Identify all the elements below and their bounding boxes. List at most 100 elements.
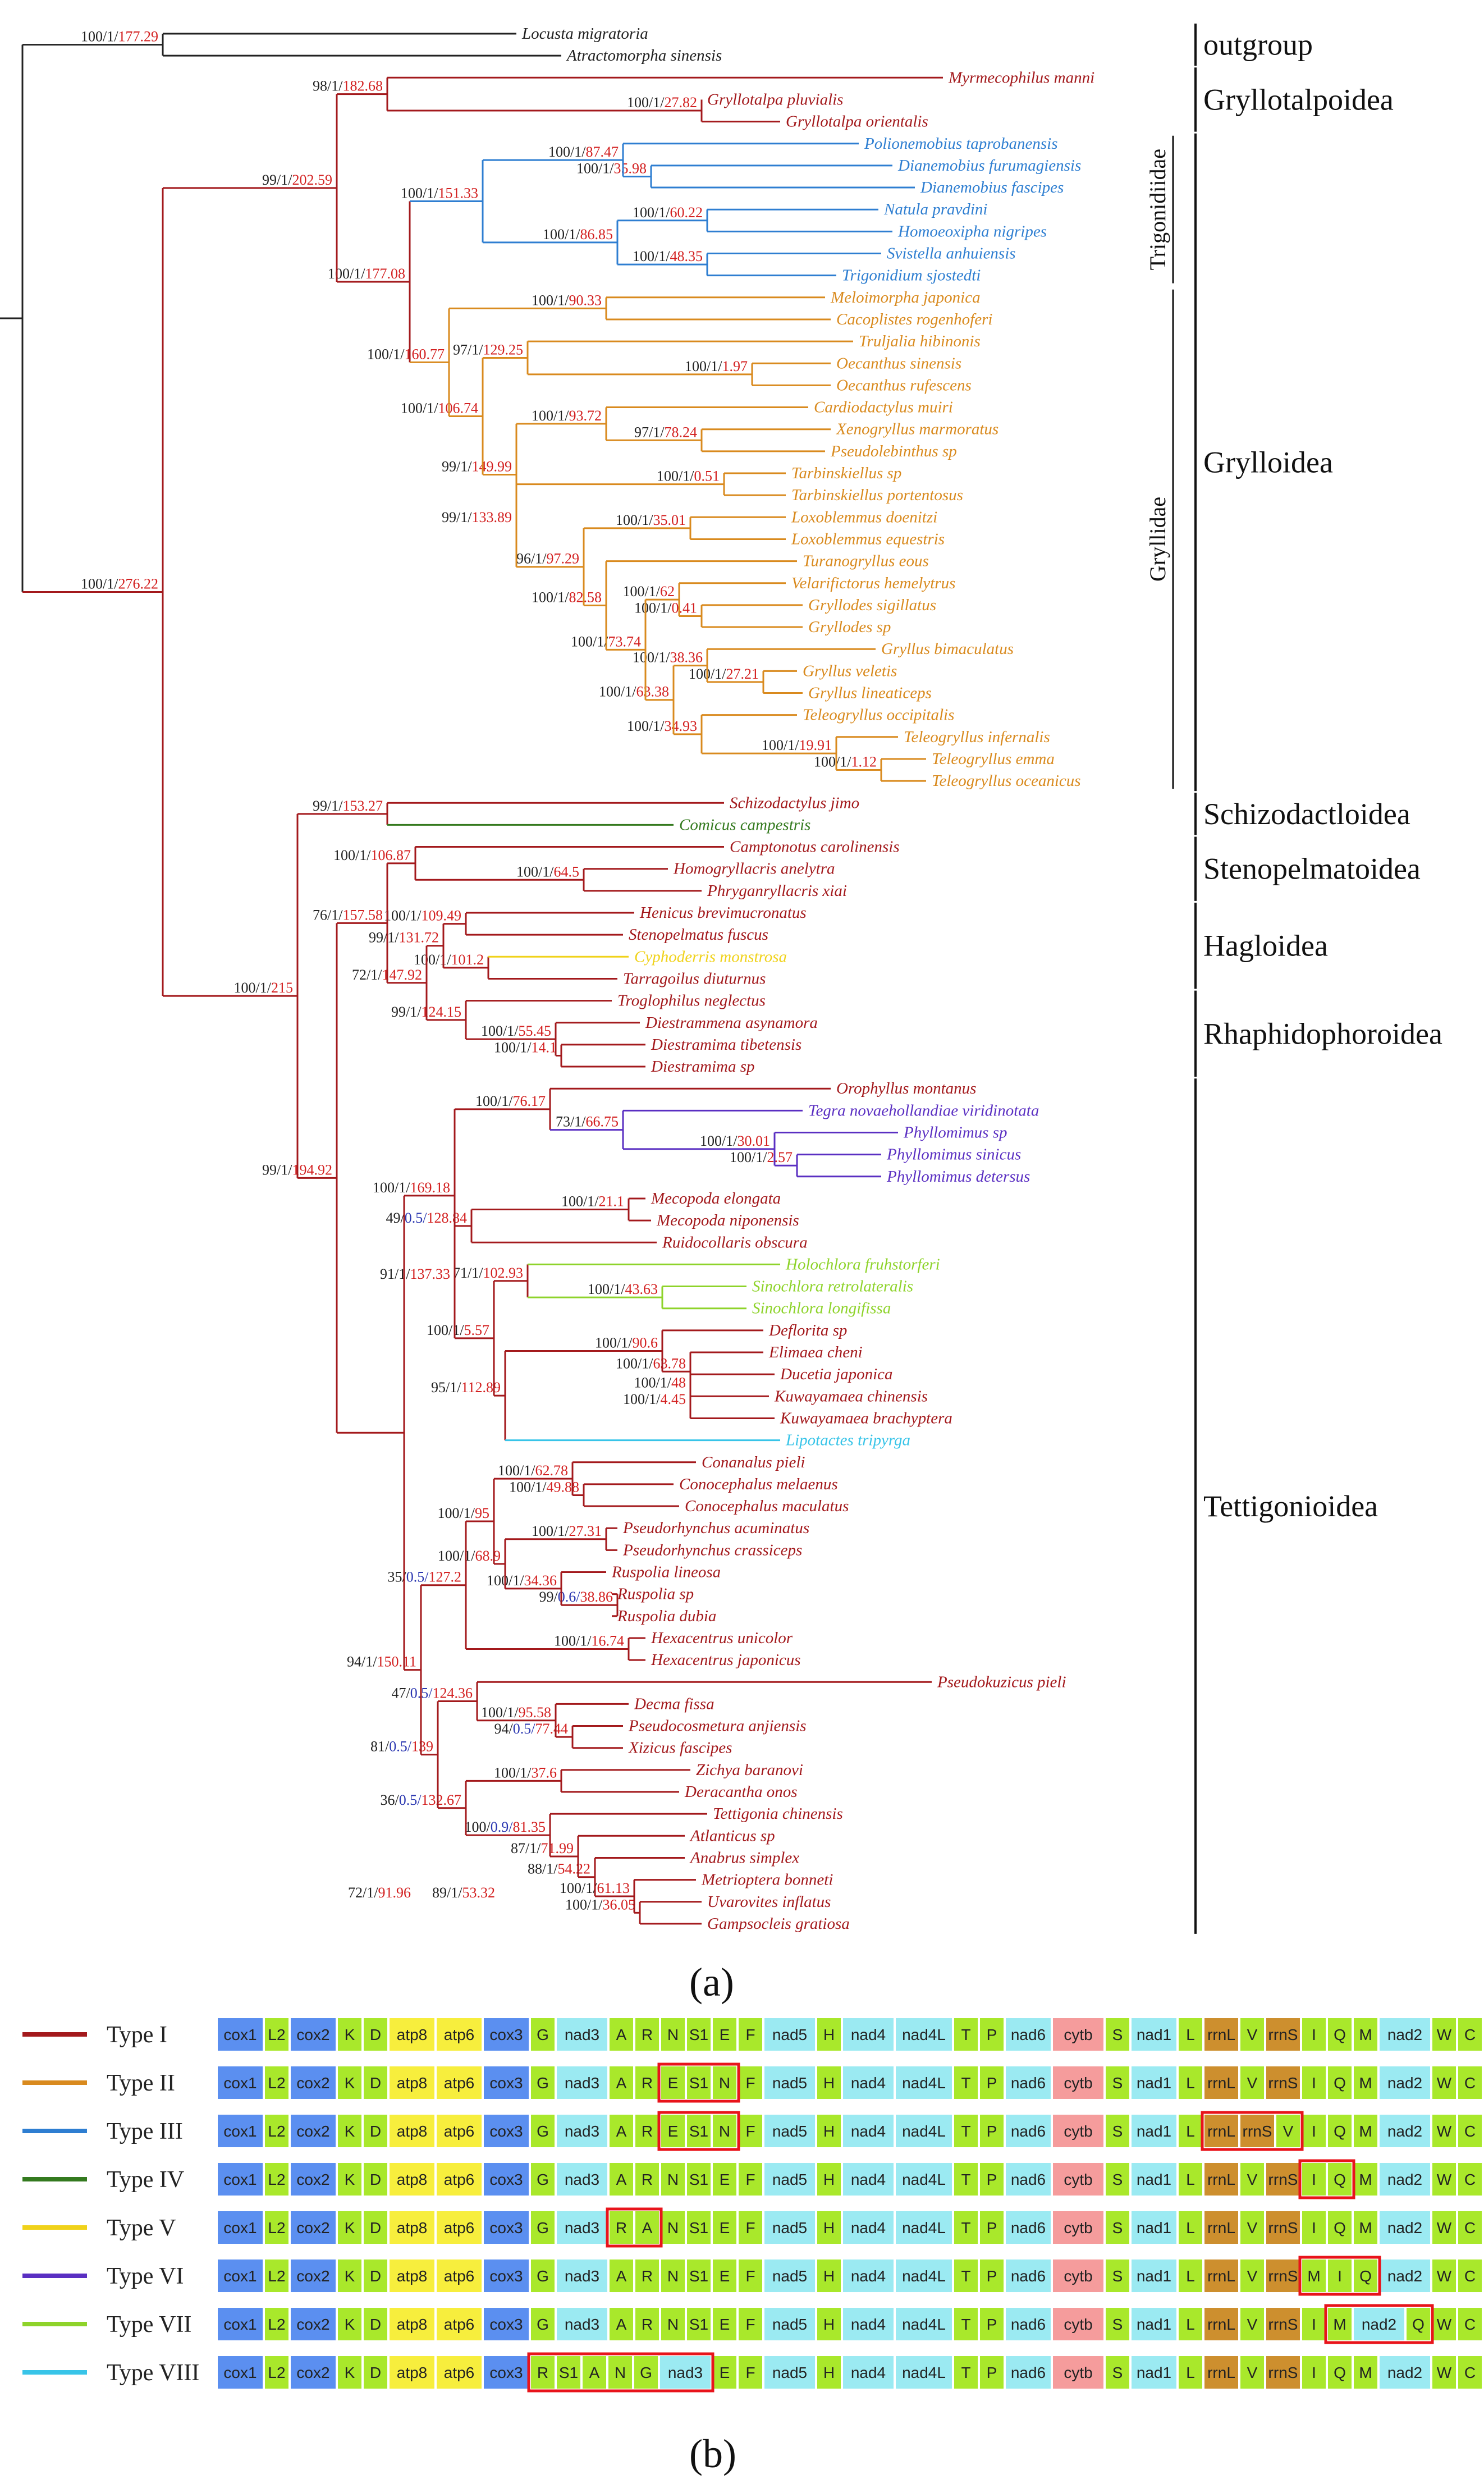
- superfamily-label: Tettigonioidea: [1203, 1489, 1378, 1523]
- gene-label: K: [345, 2026, 355, 2043]
- gene-block: [291, 2066, 336, 2099]
- gene-block: [954, 2308, 978, 2340]
- gene-block: [1432, 2115, 1456, 2147]
- gene-label: L2: [268, 2074, 285, 2092]
- gene-block: [739, 2356, 762, 2389]
- gene-label: A: [642, 2219, 653, 2236]
- taxon-label: Camptonotus carolinensis: [730, 838, 900, 856]
- taxon-label: Kuwayamaea brachyptera: [780, 1409, 952, 1427]
- taxon-label: Ruidocollaris obscura: [662, 1233, 808, 1251]
- support-label: 81/0.5/139: [370, 1739, 433, 1755]
- gene-label: G: [537, 2219, 549, 2236]
- gene-block: [713, 2115, 736, 2147]
- gene-block: [896, 2115, 952, 2147]
- gene-label: rrnS: [1243, 2123, 1272, 2140]
- superfamily-label: Stenopelmatoidea: [1203, 852, 1421, 886]
- support-label: 100/1/160.77: [367, 346, 445, 362]
- gene-block: [1053, 2163, 1103, 2196]
- gene-label: cox1: [223, 2316, 257, 2333]
- gene-block: [1354, 2163, 1377, 2196]
- gene-label: S1: [689, 2026, 708, 2043]
- support-label: 100/1/35.98: [576, 160, 647, 176]
- gene-block: [1006, 2308, 1051, 2340]
- gene-block: [1354, 2260, 1377, 2292]
- gene-label: cytb: [1064, 2123, 1092, 2140]
- support-label: 100/1/63.38: [599, 684, 669, 700]
- gene-label: V: [1247, 2026, 1258, 2043]
- gene-label: I: [1312, 2026, 1316, 2043]
- gene-block: [1132, 2163, 1176, 2196]
- gene-label: F: [745, 2267, 755, 2285]
- gene-label: M: [1359, 2123, 1372, 2140]
- taxon-label: Ruspolia dubia: [617, 1607, 716, 1625]
- gene-label: L2: [268, 2026, 285, 2043]
- support-label: 100/1/63.78: [616, 1355, 686, 1371]
- gene-label: M: [1359, 2219, 1372, 2236]
- gene-block: [1106, 2211, 1129, 2244]
- gene-block: [338, 2163, 361, 2196]
- taxon-label: Holochlora fruhstorferi: [785, 1255, 940, 1273]
- support-label: 100/1/2.57: [730, 1149, 793, 1165]
- gene-block: [484, 2066, 529, 2099]
- gene-block: [291, 2260, 336, 2292]
- gene-label: nad4: [851, 2074, 886, 2092]
- gene-block: [661, 2018, 685, 2051]
- gene-block: [1354, 2066, 1377, 2099]
- gene-label: cox1: [223, 2219, 257, 2236]
- gene-label: nad2: [1387, 2171, 1422, 2188]
- gene-block: [557, 2211, 607, 2244]
- gene-label: I: [1312, 2364, 1316, 2381]
- gene-block: [661, 2163, 685, 2196]
- gene-label: W: [1437, 2123, 1452, 2140]
- gene-block: [713, 2211, 736, 2244]
- taxon-label: Gryllodes sp: [808, 618, 891, 636]
- taxon-label: Anabrus simplex: [689, 1849, 799, 1867]
- support-label: 100/1/62.78: [498, 1462, 568, 1479]
- gene-block: [896, 2211, 952, 2244]
- support-label: 87/1/71.99: [511, 1840, 574, 1856]
- gene-label: nad4L: [902, 2219, 946, 2236]
- gene-block: [265, 2163, 288, 2196]
- gene-block: [484, 2308, 529, 2340]
- gene-label: D: [370, 2074, 381, 2092]
- gene-block: [1106, 2260, 1129, 2292]
- gene-label: cox2: [296, 2219, 329, 2236]
- gene-label: M: [1359, 2364, 1372, 2381]
- taxon-label: Mecopoda elongata: [651, 1190, 781, 1208]
- gene-label: T: [961, 2026, 970, 2043]
- gene-block: [1354, 2018, 1377, 2051]
- gene-label: W: [1437, 2267, 1452, 2285]
- gene-block: [1240, 2308, 1264, 2340]
- gene-label: M: [1359, 2026, 1372, 2043]
- taxon-label: Gryllus veletis: [803, 662, 897, 680]
- gene-label: I: [1312, 2123, 1316, 2140]
- gene-block: [437, 2018, 482, 2051]
- gene-label: G: [537, 2316, 549, 2333]
- gene-label: rrnL: [1207, 2123, 1235, 2140]
- gene-label: M: [1333, 2316, 1346, 2333]
- gene-block: [1132, 2211, 1176, 2244]
- gene-block: [954, 2260, 978, 2292]
- support-label: 100/1/64.5: [516, 863, 579, 880]
- gene-block: [1328, 2260, 1352, 2292]
- gene-block: [608, 2356, 632, 2389]
- gene-label: Q: [1412, 2316, 1425, 2333]
- superfamily-label: outgroup: [1203, 28, 1313, 62]
- gene-label: W: [1437, 2316, 1452, 2333]
- gene-block: [291, 2308, 336, 2340]
- gene-label: atp8: [397, 2074, 428, 2092]
- gene-block: [291, 2356, 336, 2389]
- support-label: 100/1/90.33: [532, 292, 602, 308]
- gene-block: [843, 2211, 894, 2244]
- gene-block: [1106, 2115, 1129, 2147]
- taxon-label: Zichya baranovi: [696, 1761, 803, 1779]
- gene-block: [1458, 2356, 1482, 2389]
- gene-block: [218, 2260, 263, 2292]
- gene-label: C: [1464, 2123, 1476, 2140]
- gene-block: [265, 2018, 288, 2051]
- taxon-label: Ruspolia sp: [617, 1585, 694, 1603]
- gene-label: V: [1247, 2074, 1258, 2092]
- support-label: 100/1/0.41: [634, 600, 697, 616]
- gene-block: [1204, 2163, 1238, 2196]
- gene-block: [687, 2211, 711, 2244]
